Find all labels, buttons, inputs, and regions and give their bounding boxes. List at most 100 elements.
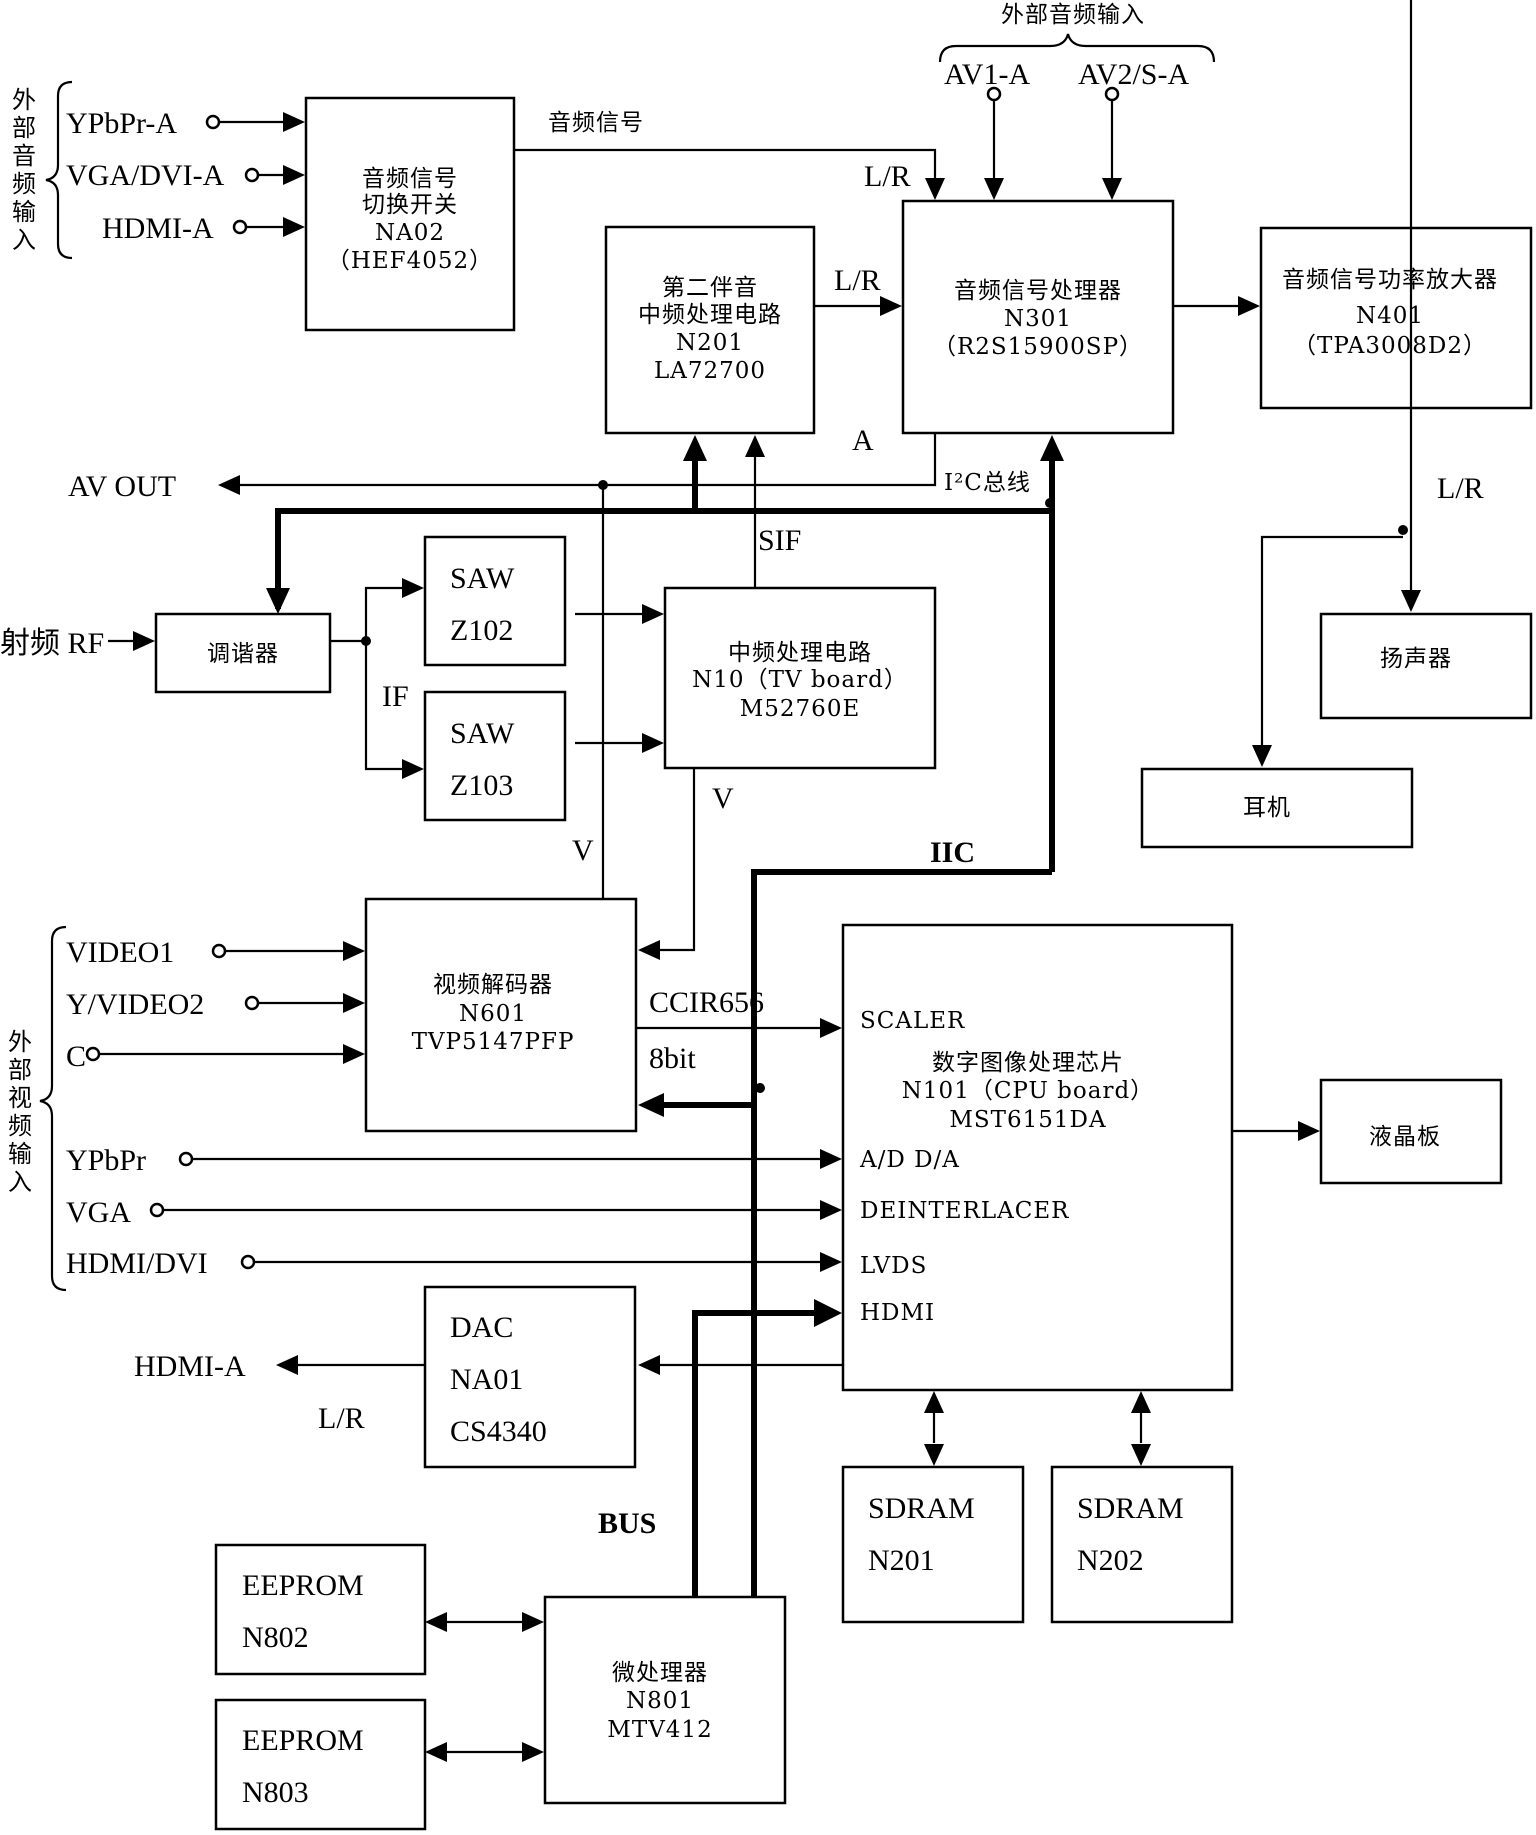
input-hdmi-a: HDMI-A [102, 212, 214, 245]
mcu-l2: N801 [626, 1688, 694, 1714]
ext-audio-input-group: 外部音频输入 [12, 80, 73, 260]
mcu-l1: 微处理器 [612, 1660, 708, 1686]
if-proc-l2: N10（TV board） [692, 667, 908, 693]
lcd-label: 液晶板 [1369, 1124, 1441, 1150]
speaker-block [1319, 612, 1533, 720]
saw1-l2: Z102 [450, 614, 513, 647]
port-av2-s-a [1104, 86, 1120, 102]
ext-audio-brace [45, 80, 73, 260]
power-amp-l3: （TPA3008D2） [1293, 333, 1487, 359]
input-c: C [66, 1040, 86, 1073]
v-label-2: V [712, 782, 734, 815]
input-ypbpr-a: YPbPr-A [66, 107, 177, 140]
power-amp-block [1259, 226, 1533, 410]
saw2-l1: SAW [450, 717, 515, 750]
ext-video-brace [39, 925, 67, 1292]
dip-part: N101（CPU board） [902, 1078, 1154, 1104]
audio-switch-l2: 切换开关 [362, 192, 458, 218]
port-ypbpr-a [205, 114, 221, 130]
input-vga: VGA [66, 1196, 131, 1229]
if-proc-l3: M52760E [740, 696, 861, 722]
ccir656-label: CCIR656 [649, 986, 764, 1019]
port-av1-a [986, 86, 1002, 102]
if-processor-block [663, 586, 937, 770]
video-decoder-l1: 视频解码器 [433, 972, 553, 998]
eeprom2-l1: EEPROM [242, 1724, 364, 1757]
dip-ad-da: A/D D/A [859, 1147, 960, 1173]
dip-hdmi: HDMI [860, 1300, 935, 1326]
input-av1-a: AV1-A [944, 58, 1030, 91]
8bit-label: 8bit [649, 1042, 696, 1075]
lr-label-2: L/R [834, 264, 881, 297]
port-video1 [211, 943, 227, 959]
port-vga-dvi-a [244, 167, 260, 183]
a-label: A [852, 424, 874, 457]
dip-model: MST6151DA [949, 1107, 1106, 1133]
dip-lvds: LVDS [860, 1253, 927, 1279]
v-label-1: V [572, 834, 594, 867]
tuner-block [154, 612, 332, 694]
audio-processor-block [901, 199, 1175, 435]
if-proc-l1: 中频处理电路 [728, 640, 872, 666]
video-decoder-block [364, 897, 638, 1133]
sdram-n201-block [841, 1465, 1025, 1624]
input-video1: VIDEO1 [66, 936, 174, 969]
audio-switch-block [304, 96, 516, 332]
sif-proc-l1: 第二伴音 [662, 275, 758, 301]
sdram2-l2: N202 [1077, 1544, 1144, 1577]
audio-proc-l3: （R2S15900SP） [933, 334, 1143, 360]
lr-label-4: L/R [1437, 472, 1484, 505]
input-rf: 射频 RF [0, 627, 104, 660]
lr-label-3: L/R [318, 1402, 365, 1435]
lcd-panel-block [1319, 1078, 1503, 1185]
eeprom-n802-block [214, 1543, 427, 1676]
sdram-n202-block [1050, 1465, 1234, 1624]
lr-label-1: L/R [864, 160, 911, 193]
saw2-l2: Z103 [450, 769, 513, 802]
input-ypbpr: YPbPr [66, 1144, 146, 1177]
headphone-block [1140, 767, 1414, 849]
power-amp-l2: N401 [1356, 303, 1424, 329]
dac-block [423, 1285, 637, 1469]
sdram1-l1: SDRAM [868, 1492, 975, 1525]
digital-image-processor-block [841, 923, 1234, 1392]
input-y-video2: Y/VIDEO2 [66, 988, 204, 1021]
port-c [85, 1046, 101, 1062]
dac-l3: CS4340 [450, 1415, 547, 1448]
audio-switch-l4: （HEF4052） [327, 248, 493, 274]
sif-label: SIF [758, 524, 801, 557]
output-av-out: AV OUT [68, 470, 176, 503]
sdram1-l2: N201 [868, 1544, 935, 1577]
video-decoder-l3: TVP5147PFP [412, 1029, 575, 1055]
port-hdmi-a [232, 219, 248, 235]
dip-title: 数字图像处理芯片 [932, 1050, 1124, 1076]
port-hdmi-dvi [240, 1254, 256, 1270]
ext-audio-top-brace [938, 33, 1216, 63]
dac-l2: NA01 [450, 1363, 523, 1396]
iic-label: IIC [930, 836, 975, 869]
eeprom1-l2: N802 [242, 1621, 309, 1654]
sif-proc-l4: LA72700 [654, 358, 766, 384]
port-ypbpr [178, 1151, 194, 1167]
mcu-l3: MTV412 [607, 1717, 712, 1743]
sif-proc-l3: N201 [676, 330, 744, 356]
ext-audio-in-top-label: 外部音频输入 [1001, 2, 1145, 28]
input-vga-dvi-a: VGA/DVI-A [66, 159, 225, 192]
saw-z102-block [423, 535, 567, 667]
sif-proc-l2: 中频处理电路 [638, 302, 782, 328]
input-av2-s-a: AV2/S-A [1078, 58, 1189, 91]
power-amp-l1: 音频信号功率放大器 [1282, 267, 1498, 293]
output-hdmi-a: HDMI-A [134, 1350, 246, 1383]
port-y-video2 [244, 995, 260, 1011]
headphone-label: 耳机 [1243, 795, 1291, 821]
sif-processor-block [604, 225, 816, 435]
dip-scaler: SCALER [860, 1008, 965, 1034]
mcu-block [543, 1595, 787, 1805]
eeprom1-l1: EEPROM [242, 1569, 364, 1602]
bus-label: BUS [598, 1507, 656, 1540]
dac-l1: DAC [450, 1311, 513, 1344]
audio-signal-label: 音频信号 [548, 110, 644, 136]
audio-switch-l3: NA02 [375, 220, 445, 246]
sdram2-l1: SDRAM [1077, 1492, 1184, 1525]
